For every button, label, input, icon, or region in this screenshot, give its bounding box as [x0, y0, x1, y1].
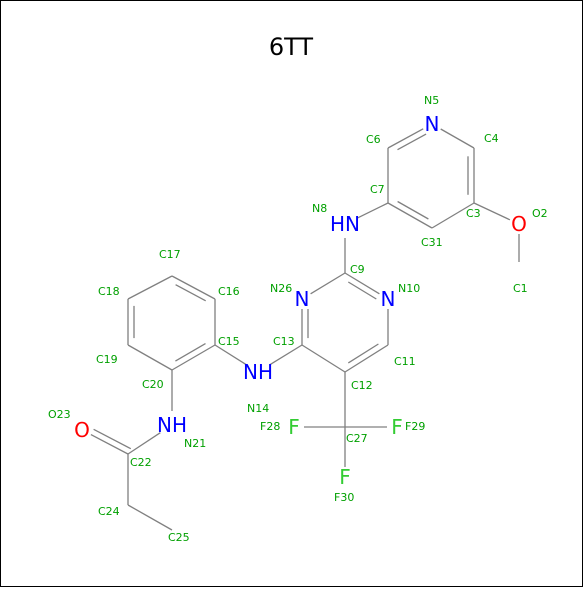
atom-label-c19: C19 [96, 353, 118, 366]
bond-n26-c9 [310, 272, 346, 295]
bond-c20-c15-inner [175, 343, 206, 362]
bond-n5-c6-inner [397, 133, 427, 151]
bond-c13-n14 [269, 344, 303, 366]
atom-symbol-o23: O [74, 418, 90, 442]
atom-label-o2: O2 [532, 207, 548, 220]
atom-symbol-n26: N [295, 287, 310, 311]
atom-label-c20: C20 [142, 378, 164, 391]
atom-label-c17: C17 [159, 248, 181, 261]
atom-label-c31: C31 [421, 236, 443, 249]
bond-n5-c6 [387, 128, 424, 149]
atom-label-n8: N8 [312, 202, 327, 215]
atom-symbol-n5: N [425, 112, 440, 136]
atom-symbol-o2: O [511, 212, 527, 236]
atom-label-n26: N26 [270, 282, 292, 295]
bond-c22-o23-second [93, 428, 132, 450]
atom-label-c6: C6 [366, 133, 381, 146]
atom-label-c12: C12 [351, 379, 373, 392]
atoms-layer: O N HN N NH NH O N F F F [74, 112, 527, 489]
bond-c7-c31-inner [397, 200, 429, 220]
atom-label-o23: O23 [48, 408, 71, 421]
atom-symbol-n10: N [381, 287, 396, 311]
bond-c16-c17-inner [175, 284, 207, 302]
labels-layer: C1O2C3C4N5C6C7N8C9N10C11C12C13N14C15C16C… [48, 94, 548, 544]
atom-symbol-n8: HN [330, 212, 360, 236]
atom-label-n14: N14 [247, 402, 269, 415]
atom-label-c9: C9 [350, 263, 365, 276]
bond-c7-n8 [357, 202, 389, 219]
atom-label-c1: C1 [513, 282, 528, 295]
bond-c31-c3 [431, 202, 475, 229]
atom-label-c27: C27 [346, 432, 368, 445]
bond-c19-c20 [127, 344, 173, 371]
bond-c20-c15 [171, 344, 216, 371]
bond-c17-c18 [127, 275, 173, 300]
bond-c24-c25 [127, 504, 173, 531]
atom-label-c15: C15 [218, 335, 240, 348]
atom-symbol-f28: F [288, 415, 300, 439]
bond-c9-n10-inner [347, 281, 377, 300]
bond-c16-c17 [171, 275, 216, 300]
bond-c4-n5 [440, 128, 475, 149]
atom-label-c25: C25 [168, 531, 190, 544]
atom-symbol-f29: F [391, 415, 403, 439]
bond-c22-o23 [90, 434, 129, 455]
molecule-title: 6TT [269, 33, 314, 61]
bond-c11-c12 [344, 344, 389, 373]
atom-label-c16: C16 [218, 285, 240, 298]
atom-label-n10: N10 [398, 282, 420, 295]
atom-label-c13: C13 [273, 335, 295, 348]
atom-label-c24: C24 [98, 505, 120, 518]
atom-symbol-n14: NH [243, 360, 273, 384]
atom-label-c22: C22 [130, 456, 152, 469]
atom-label-f28: F28 [260, 420, 280, 433]
bond-o2-c3 [473, 202, 511, 221]
atom-label-f29: F29 [405, 420, 425, 433]
atom-label-c11: C11 [394, 355, 416, 368]
atom-label-n21: N21 [184, 437, 206, 450]
atom-label-f30: F30 [334, 491, 354, 504]
atom-label-c4: C4 [484, 132, 499, 145]
bond-c7-c31 [387, 202, 433, 229]
atom-label-c7: C7 [370, 183, 385, 196]
atom-symbol-f30: F [339, 465, 351, 489]
bond-n21-c22 [127, 432, 161, 455]
atom-label-c3: C3 [466, 207, 481, 220]
atom-label-c18: C18 [98, 285, 120, 298]
bond-c11-c12-inner [347, 343, 379, 364]
bond-c9-n10 [344, 272, 380, 295]
bond-n14-c15 [214, 344, 247, 366]
bonds-layer [90, 128, 520, 531]
bond-c12-c13 [301, 344, 346, 373]
atom-symbol-n21: NH [157, 413, 187, 437]
atom-label-n5: N5 [424, 94, 439, 107]
